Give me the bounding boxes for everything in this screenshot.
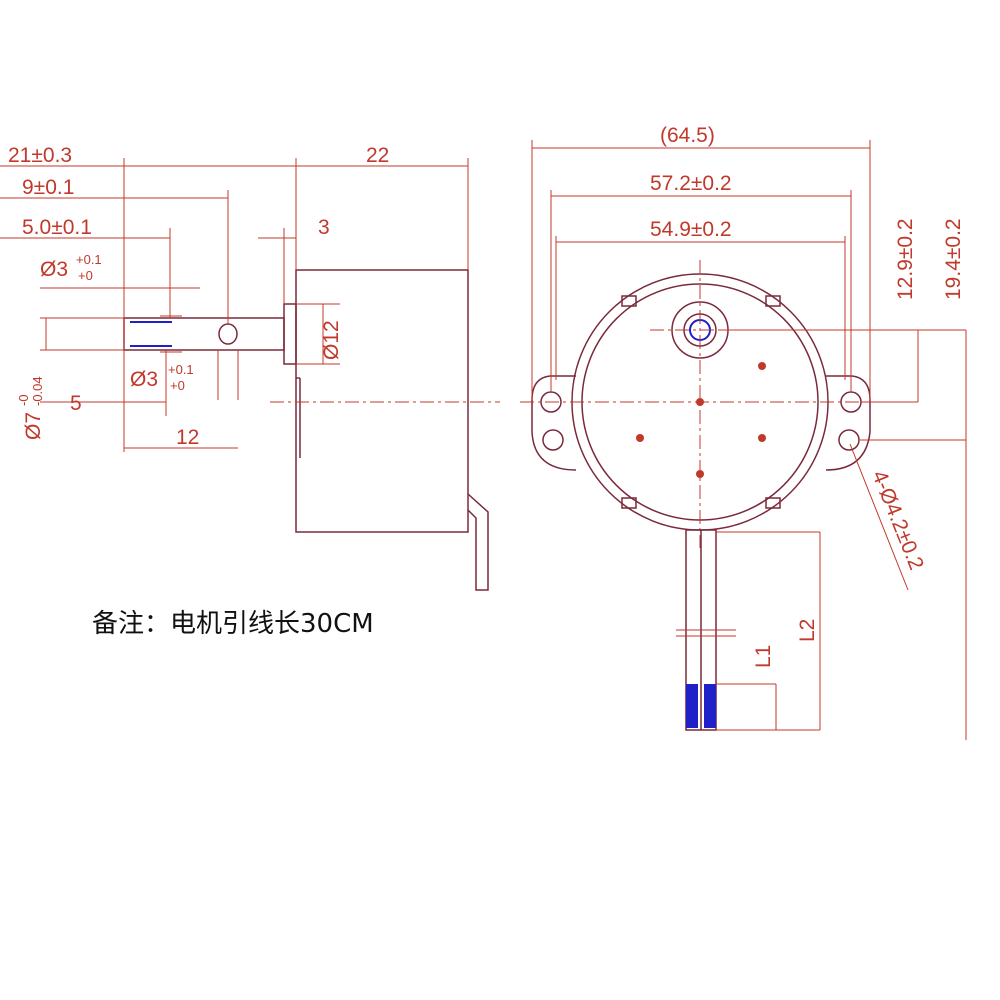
wire-end-left <box>686 684 698 728</box>
side-hub <box>283 303 297 365</box>
wire-end-right <box>704 684 716 728</box>
dim-overall-length: 21±0.3 <box>8 144 72 167</box>
mounting-flange <box>531 375 577 471</box>
dim-shaft-diameter: Ø7 <box>22 412 45 440</box>
dim-twelve: 12 <box>176 426 199 449</box>
dim-hub-diameter: Ø12 <box>320 320 343 360</box>
dim-hole-pitch: 57.2±0.2 <box>650 172 732 195</box>
dim-offset-small: 12.9±0.2 <box>894 218 917 300</box>
side-view: 21±0.3 22 9±0.1 5.0±0.1 3 Ø3 +0.1 +0 Ø3 … <box>0 144 500 591</box>
dim-boss-thickness: 3 <box>318 216 330 239</box>
dim-hole-bottom-upper-tol: +0.1 <box>168 362 194 377</box>
dim-body-width: 54.9±0.2 <box>650 218 732 241</box>
dim-hole-bottom: Ø3 <box>130 368 158 391</box>
dim-hole-bottom-lower-tol: +0 <box>170 378 185 393</box>
dim-hole-top-upper-tol: +0.1 <box>76 252 102 267</box>
dim-lead-l1: L1 <box>752 645 775 668</box>
dim-body-length: 22 <box>366 144 389 167</box>
front-view: (64.5) 57.2±0.2 54.9±0.2 12.9±0.2 19.4±0… <box>520 124 967 740</box>
dim-offset-large: 19.4±0.2 <box>942 218 965 300</box>
dim-lead-l2: L2 <box>796 619 819 642</box>
dim-shaft-diameter-upper-tol: -0 <box>16 394 31 406</box>
wire-length-note: 备注：电机引线长30CM <box>92 609 374 639</box>
dim-hole-top: Ø3 <box>40 258 68 281</box>
dim-five: 5 <box>70 392 82 415</box>
dim-overall-width: (64.5) <box>660 124 715 147</box>
mount-hole <box>542 429 564 451</box>
mount-hole <box>838 429 860 451</box>
dim-shaft-diameter-lower-tol: -0.04 <box>30 376 45 406</box>
side-motor-body <box>295 269 469 533</box>
dim-shaft-length: 9±0.1 <box>22 176 74 199</box>
dim-flat-length: 5.0±0.1 <box>22 216 92 239</box>
dim-mount-holes: 4-Ø4.2±0.2 <box>867 467 928 573</box>
dim-hole-top-lower-tol: +0 <box>78 268 93 283</box>
